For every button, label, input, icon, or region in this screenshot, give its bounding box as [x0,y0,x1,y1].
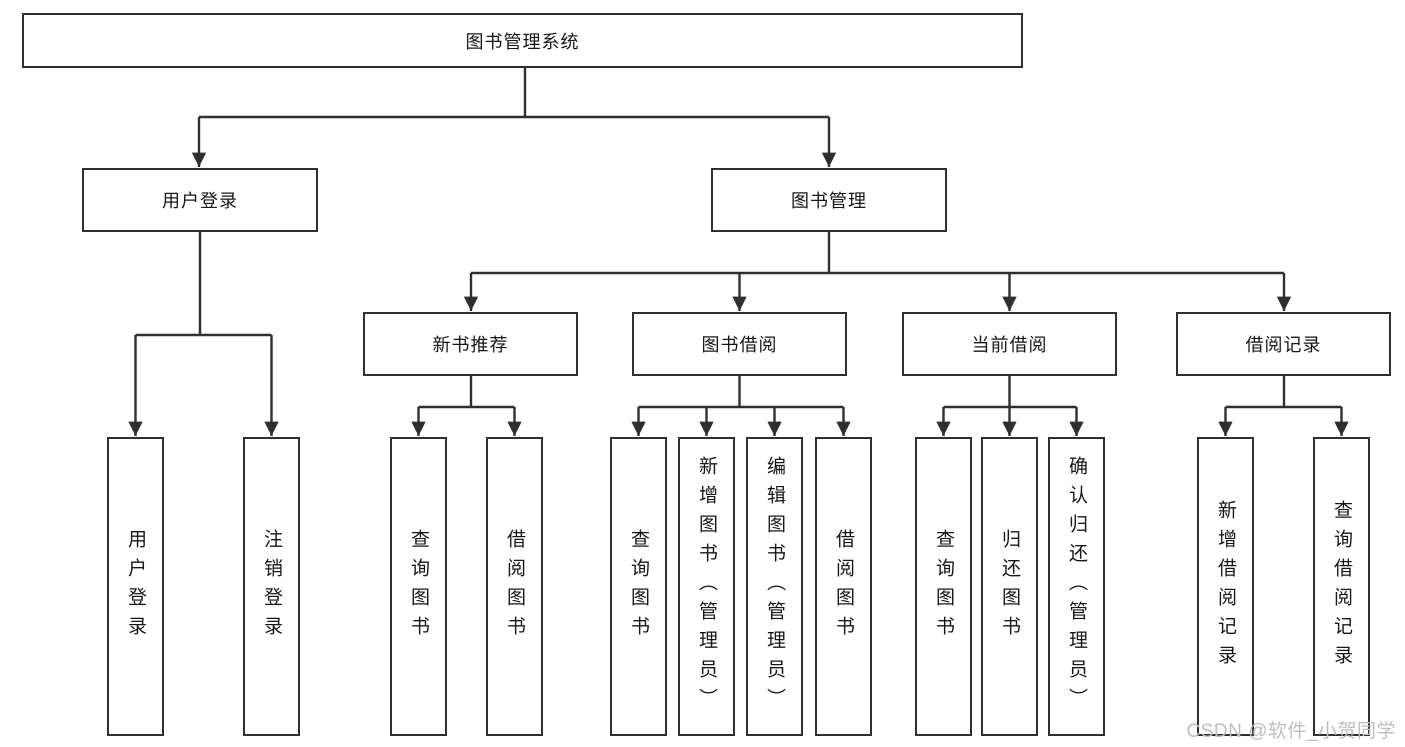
leaf-logout: 注销登录 [243,437,300,736]
leaf-return-books: 归还图书 [981,437,1038,736]
node-book-borrow: 图书借阅 [632,312,847,376]
node-user-login: 用户登录 [82,168,318,232]
node-library-management-system: 图书管理系统 [22,13,1023,68]
leaf-add-borrow-record: 新增借阅记录 [1197,437,1254,736]
leaf-query-borrow-record: 查询借阅记录 [1313,437,1370,736]
leaf-confirm-return-admin: 确认归还（管理员） [1048,437,1105,736]
leaf-label: 查询图书 [628,528,649,645]
leaf-label: 确认归还（管理员） [1066,456,1087,717]
node-current-borrow: 当前借阅 [902,312,1117,376]
node-new-book-recommend: 新书推荐 [363,312,578,376]
node-label: 新书推荐 [432,335,509,355]
leaf-label: 查询图书 [933,528,954,645]
node-borrow-records: 借阅记录 [1176,312,1391,376]
leaf-label: 编辑图书（管理员） [764,456,785,717]
node-label: 用户登录 [162,191,238,211]
leaf-label: 新增借阅记录 [1215,499,1236,674]
leaf-add-books-admin: 新增图书（管理员） [678,437,735,736]
leaf-borrow-books: 借阅图书 [486,437,543,736]
leaf-query-books: 查询图书 [390,437,447,736]
leaf-label: 借阅图书 [504,528,525,645]
leaf-label: 新增图书（管理员） [696,456,717,717]
node-label: 图书借阅 [701,335,778,355]
node-label: 图书管理 [791,191,867,211]
leaf-borrow-books: 借阅图书 [815,437,872,736]
node-label: 图书管理系统 [465,31,580,52]
csdn-watermark: CSDN @软件_小贺同学 [1186,721,1396,742]
leaf-user-login: 用户登录 [107,437,164,736]
leaf-label: 归还图书 [999,528,1020,645]
leaf-query-books: 查询图书 [915,437,972,736]
leaf-query-books: 查询图书 [610,437,667,736]
leaf-edit-books-admin: 编辑图书（管理员） [746,437,803,736]
leaf-label: 借阅图书 [833,528,854,645]
node-label: 借阅记录 [1245,335,1322,355]
leaf-label: 查询借阅记录 [1331,499,1352,674]
leaf-label: 注销登录 [261,528,282,645]
node-book-management: 图书管理 [711,168,947,232]
leaf-label: 查询图书 [408,528,429,645]
leaf-label: 用户登录 [125,528,146,645]
node-label: 当前借阅 [971,335,1048,355]
